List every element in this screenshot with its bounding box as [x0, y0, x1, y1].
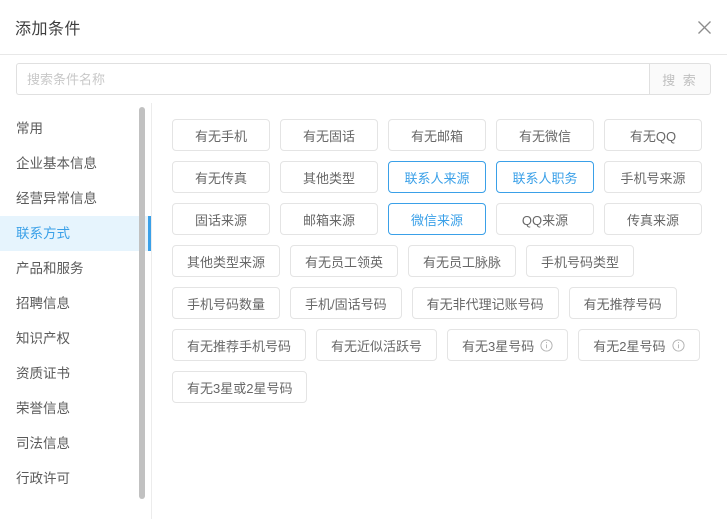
- sidebar-item-7[interactable]: 资质证书: [16, 366, 70, 381]
- condition-tag-23[interactable]: 有无推荐手机号码: [172, 329, 307, 361]
- condition-tag-label: 手机号来源: [620, 170, 686, 186]
- condition-tag-19[interactable]: 手机号码数量: [172, 287, 281, 319]
- condition-tag-label: 有无3星号码: [462, 338, 535, 354]
- condition-tag-5[interactable]: 有无传真: [172, 161, 270, 193]
- condition-tag-label: 有无传真: [194, 170, 247, 186]
- condition-tag-label: 有无近似活跃号: [331, 338, 423, 354]
- condition-tag-label: 有无QQ: [629, 128, 677, 144]
- condition-tag-label: 有无员工脉脉: [423, 254, 502, 270]
- condition-tag-label: 有无非代理记账号码: [426, 296, 544, 312]
- sidebar-item-8[interactable]: 荣誉信息: [16, 401, 70, 416]
- condition-tag-4[interactable]: 有无QQ: [604, 119, 702, 151]
- search-input[interactable]: [17, 64, 649, 94]
- condition-tag-16[interactable]: 有无员工领英: [290, 245, 399, 277]
- condition-tag-0[interactable]: 有无手机: [172, 119, 270, 151]
- condition-tag-label: 有无3星或2星号码: [187, 380, 293, 396]
- dialog-body: 常用企业基本信息经营异常信息联系方式产品和服务招聘信息知识产权资质证书荣誉信息司…: [0, 103, 727, 519]
- condition-tag-label: 传真来源: [626, 212, 679, 228]
- condition-tag-17[interactable]: 有无员工脉脉: [408, 245, 517, 277]
- sidebar-item-2[interactable]: 经营异常信息: [16, 191, 97, 206]
- page-title: 添加条件: [15, 21, 82, 38]
- sidebar-scrollbar[interactable]: [139, 107, 145, 499]
- condition-tag-8[interactable]: 联系人职务: [496, 161, 594, 193]
- condition-tag-label: 有无推荐号码: [583, 296, 662, 312]
- sidebar-item-3[interactable]: 联系方式: [0, 216, 151, 251]
- condition-tag-label: 固话来源: [194, 212, 247, 228]
- condition-tag-label: 手机号码类型: [541, 254, 620, 270]
- condition-tag-label: 有无手机: [194, 128, 247, 144]
- sidebar-item-6[interactable]: 知识产权: [16, 331, 70, 346]
- condition-tag-label: 有无2星号码: [593, 338, 666, 354]
- condition-tag-10[interactable]: 固话来源: [172, 203, 270, 235]
- sidebar-item-1[interactable]: 企业基本信息: [16, 156, 97, 171]
- condition-tag-27[interactable]: 有无3星或2星号码: [172, 371, 308, 403]
- condition-tag-20[interactable]: 手机/固话号码: [290, 287, 402, 319]
- condition-tag-label: 其他类型来源: [187, 254, 266, 270]
- search-row: 搜 索: [0, 55, 727, 103]
- condition-tag-label: 其他类型: [302, 170, 355, 186]
- condition-tag-label: 联系人来源: [404, 170, 470, 186]
- sidebar-item-4[interactable]: 产品和服务: [16, 261, 84, 276]
- sidebar-list: 常用企业基本信息经营异常信息联系方式产品和服务招聘信息知识产权资质证书荣誉信息司…: [0, 103, 151, 496]
- condition-tag-13[interactable]: QQ来源: [496, 203, 594, 235]
- condition-tag-label: QQ来源: [521, 212, 569, 228]
- sidebar-item-5[interactable]: 招聘信息: [16, 296, 70, 311]
- info-icon[interactable]: [540, 338, 553, 352]
- condition-tag-12[interactable]: 微信来源: [388, 203, 486, 235]
- condition-tag-15[interactable]: 其他类型来源: [172, 245, 281, 277]
- condition-tag-24[interactable]: 有无近似活跃号: [316, 329, 438, 361]
- search-button[interactable]: 搜 索: [649, 63, 711, 95]
- condition-tag-label: 手机/固话号码: [305, 296, 387, 312]
- condition-tag-label: 联系人职务: [512, 170, 578, 186]
- condition-tag-18[interactable]: 手机号码类型: [526, 245, 635, 277]
- condition-tag-label: 有无推荐手机号码: [187, 338, 292, 354]
- condition-tag-1[interactable]: 有无固话: [280, 119, 378, 151]
- sidebar-item-0[interactable]: 常用: [16, 121, 43, 136]
- condition-tag-label: 有无员工领英: [305, 254, 384, 270]
- condition-tag-3[interactable]: 有无微信: [496, 119, 594, 151]
- category-sidebar: 常用企业基本信息经营异常信息联系方式产品和服务招聘信息知识产权资质证书荣誉信息司…: [0, 103, 152, 519]
- dialog-header: 添加条件: [0, 0, 727, 55]
- condition-tag-label: 微信来源: [410, 212, 463, 228]
- condition-tag-6[interactable]: 其他类型: [280, 161, 378, 193]
- condition-tag-25[interactable]: 有无3星号码: [447, 329, 569, 361]
- close-icon[interactable]: [691, 14, 717, 40]
- sidebar-item-9[interactable]: 司法信息: [16, 436, 70, 451]
- condition-tag-2[interactable]: 有无邮箱: [388, 119, 486, 151]
- condition-tag-26[interactable]: 有无2星号码: [578, 329, 700, 361]
- condition-tag-label: 邮箱来源: [302, 212, 355, 228]
- condition-tag-7[interactable]: 联系人来源: [388, 161, 486, 193]
- search-input-wrap: [16, 63, 649, 95]
- condition-tag-22[interactable]: 有无推荐号码: [568, 287, 677, 319]
- condition-tag-11[interactable]: 邮箱来源: [280, 203, 378, 235]
- condition-tag-label: 有无邮箱: [410, 128, 463, 144]
- sidebar-item-10[interactable]: 行政许可: [16, 471, 70, 486]
- condition-tag-label: 有无微信: [518, 128, 571, 144]
- condition-tag-9[interactable]: 手机号来源: [604, 161, 702, 193]
- condition-tag-21[interactable]: 有无非代理记账号码: [411, 287, 559, 319]
- info-icon[interactable]: [671, 338, 685, 352]
- condition-tag-14[interactable]: 传真来源: [604, 203, 702, 235]
- condition-tag-label: 有无固话: [302, 128, 355, 144]
- condition-tag-label: 手机号码数量: [187, 296, 266, 312]
